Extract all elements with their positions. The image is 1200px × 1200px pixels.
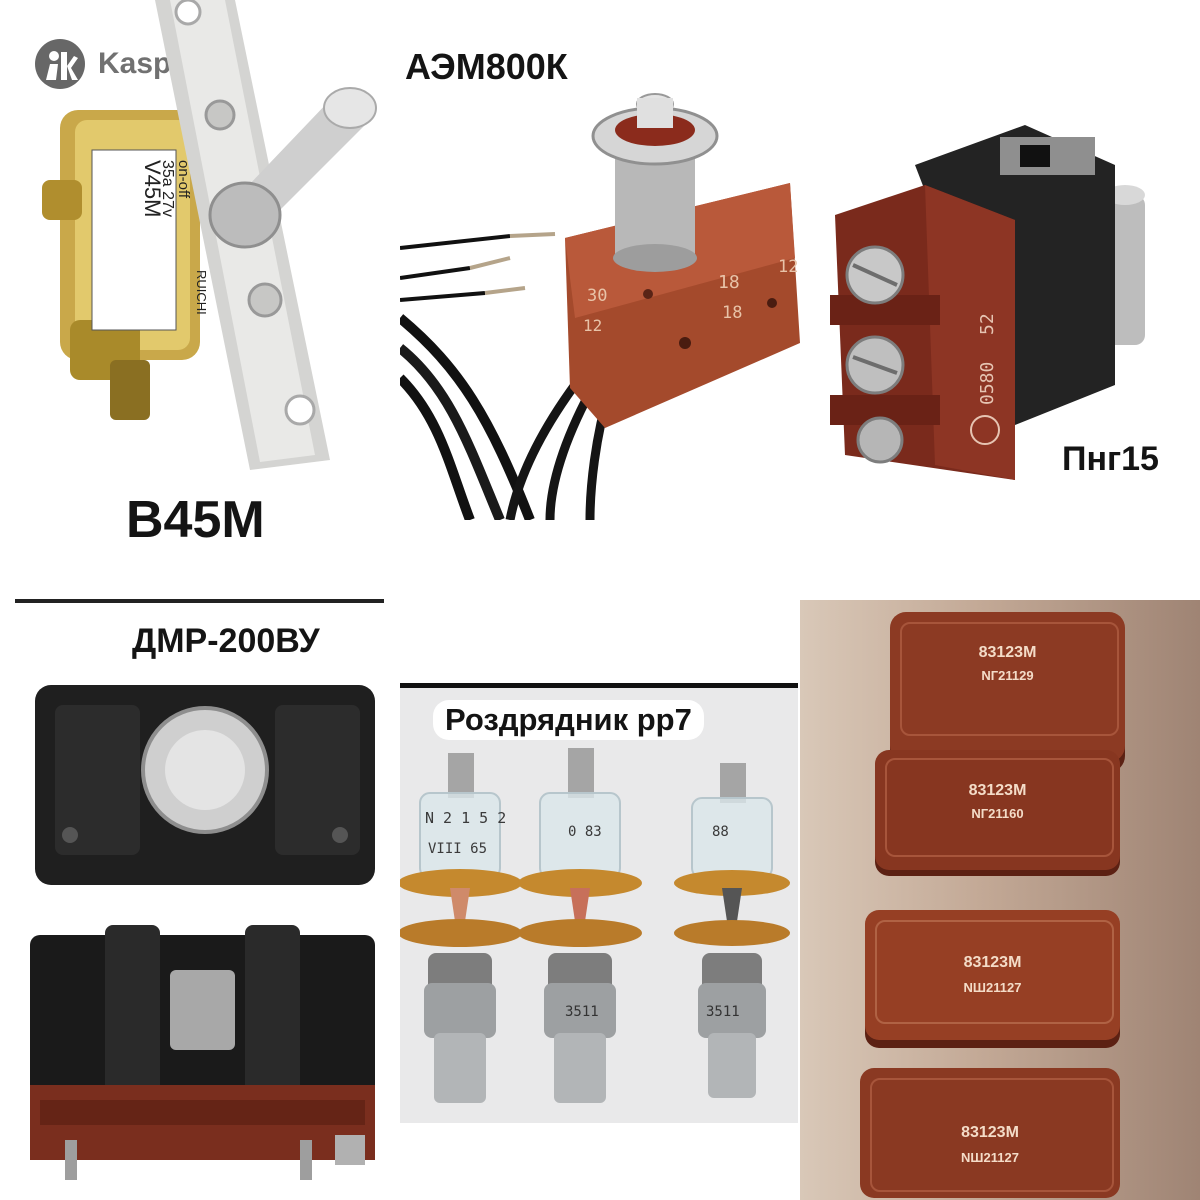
- label-toggle: В45М: [126, 491, 265, 549]
- print-12a: 12: [778, 257, 798, 277]
- arrester-drawing: N 2 1 5 2 VIII 65 0 83 88 3511 3511: [400, 748, 790, 1103]
- toggle-switch-photo: V45M 35a 27v on-off RUICHI: [42, 0, 377, 470]
- print-12b: 12: [583, 316, 602, 335]
- relays-photo: 83123М NГ21129 83123М NГ21160 83123М NШ2…: [800, 600, 1200, 1200]
- sticker-line-1: V45M: [140, 160, 165, 217]
- relay-2-serial: NГ21160: [971, 806, 1024, 821]
- relay-1-serial: NГ21129: [981, 668, 1034, 683]
- tube3-base-print: 3511: [706, 1004, 740, 1020]
- relay-1: 83123М NГ21129: [890, 612, 1125, 762]
- dmr-divider-line: [15, 599, 384, 603]
- relay-3-serial: NШ21127: [963, 980, 1022, 995]
- png-switch-photo: 52 0580: [830, 125, 1145, 480]
- label-microswitch: АЭМ800К: [405, 46, 568, 87]
- microswitch-photo: 30 18 12 12 18: [400, 93, 800, 520]
- relay-2: 83123М NГ21160: [875, 750, 1120, 870]
- relay-3-model: 83123М: [963, 954, 1022, 971]
- tube1-print-2: VIII 65: [428, 841, 487, 857]
- label-dmr: ДМР-200ВУ: [132, 622, 320, 660]
- relay-3: 83123М NШ21127: [865, 910, 1120, 1040]
- relay-4-serial: NШ21127: [961, 1150, 1019, 1165]
- relay-1-model: 83123М: [978, 644, 1037, 661]
- print-18a: 18: [718, 272, 740, 293]
- sticker-line-2: 35a 27v: [159, 160, 176, 217]
- kaspi-logo-icon: [35, 39, 85, 89]
- relay-2-model: 83123М: [968, 782, 1027, 799]
- arrester-photo: N 2 1 5 2 VIII 65 0 83 88 3511 3511 Розд…: [400, 683, 798, 1123]
- sticker-line-4: RUICHI: [194, 270, 209, 315]
- png-print-0580: 0580: [977, 362, 998, 405]
- tube2-print: 0 83: [568, 824, 602, 840]
- label-arrester: Роздрядник рр7: [433, 700, 704, 740]
- print-30: 30: [587, 286, 607, 306]
- png-print-52: 52: [977, 313, 998, 335]
- relay-4-model: 83123М: [961, 1124, 1019, 1141]
- dmr-photo: [30, 685, 375, 1180]
- tube3-print: 88: [712, 824, 729, 840]
- tube1-print-1: N 2 1 5 2: [425, 809, 506, 827]
- print-18b: 18: [722, 303, 742, 323]
- relay-4: 83123М NШ21127: [860, 1068, 1120, 1198]
- label-png: Пнг15: [1062, 440, 1159, 478]
- sticker-line-3: on-off: [175, 160, 192, 199]
- tube2-base-print: 3511: [565, 1004, 599, 1020]
